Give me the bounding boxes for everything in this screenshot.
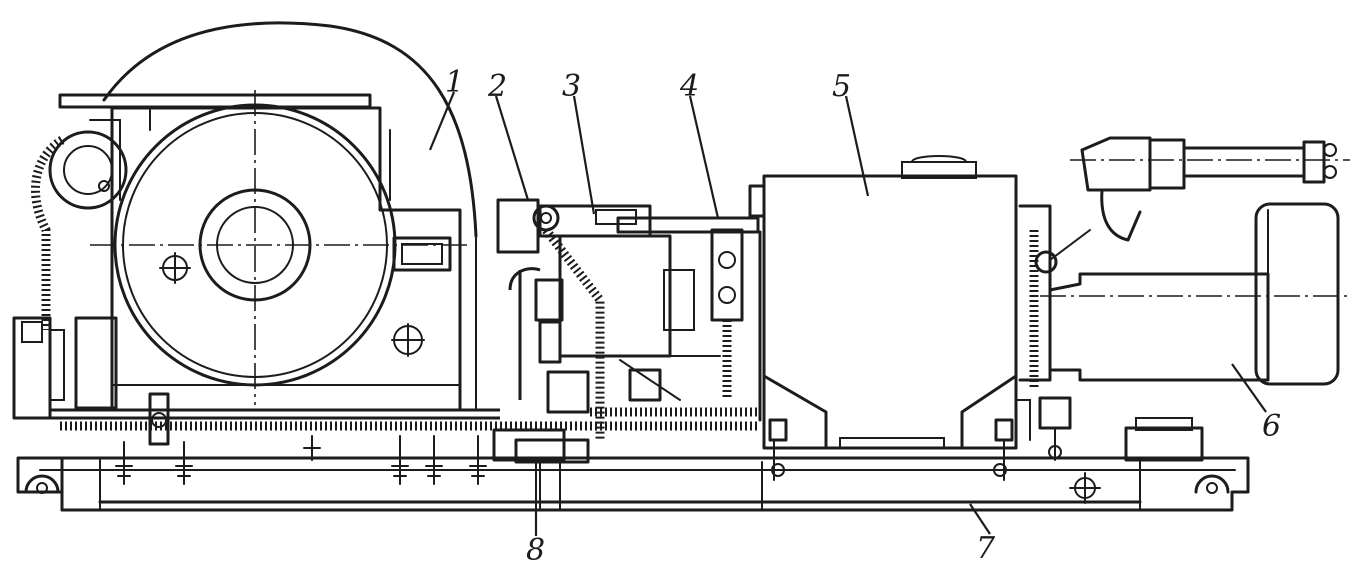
winch-drum [12,21,760,446]
valve-assembly [492,198,762,464]
base-frame [16,417,1250,512]
leader-lines [428,91,1267,536]
callout-8: 8 [526,533,545,568]
callout-4: 4 [679,69,699,104]
callout-5: 5 [832,69,851,104]
callout-2: 2 [487,69,507,104]
callout-3: 3 [562,69,581,104]
callout-6: 6 [1262,409,1281,444]
callout-7: 7 [976,531,996,566]
callout-1: 1 [445,65,464,100]
electric-motor [1015,136,1350,461]
oil-tank [748,155,1018,481]
